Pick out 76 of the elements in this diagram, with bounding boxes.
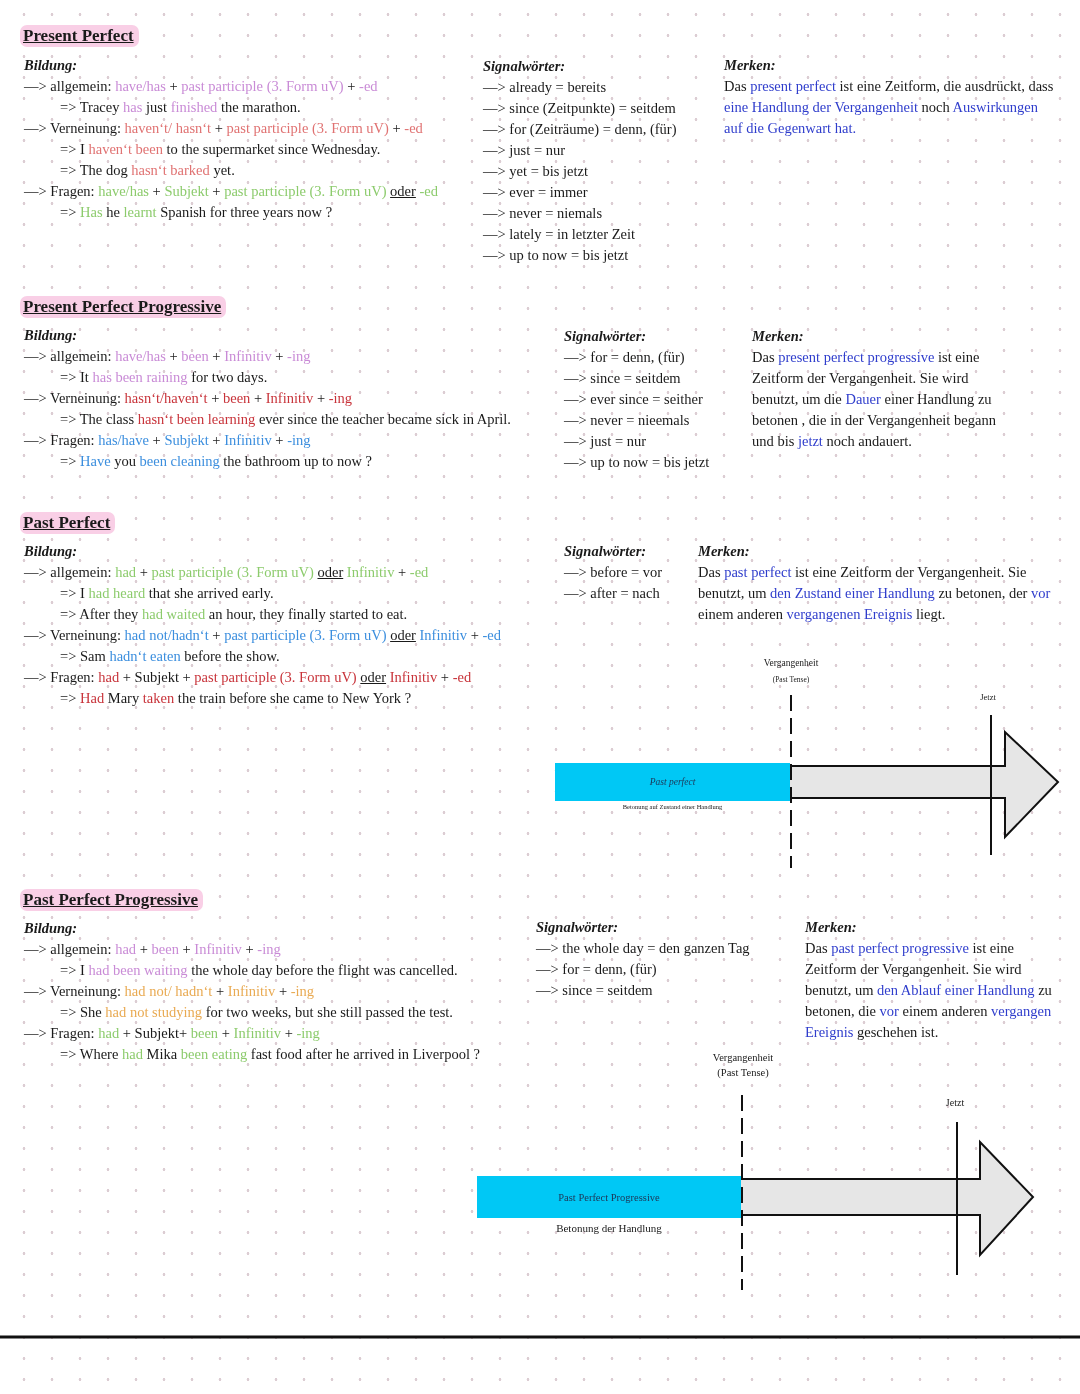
grammar-rule-text: => She had not studying for two weeks, but she still passed the test. bbox=[60, 1003, 453, 1022]
grammar-rule-text: => The class hasn‘t been learning ever since the teacher became sick in April. bbox=[60, 410, 511, 429]
timeline-label: Jetzt bbox=[945, 1097, 965, 1109]
signal-word-item: —> just = nur bbox=[564, 432, 646, 451]
grammar-rule-text: => Had Mary taken the train before she came to New York ? bbox=[60, 689, 412, 708]
grammar-rule-text: => Sam hadn‘t eaten before the show. bbox=[60, 647, 280, 666]
grammar-rule-text: => I haven‘t been to the supermarket since Wednesday. bbox=[60, 140, 381, 159]
grammar-rule-text: —> Verneinung: hasn‘t/haven‘t + been + Infinitiv + -ing bbox=[24, 389, 353, 408]
signal-word-item: —> ever = immer bbox=[483, 183, 588, 202]
time-span-bar bbox=[555, 763, 790, 801]
bar-label: Past perfect bbox=[649, 777, 696, 787]
signal-word-item: —> for = denn, (für) bbox=[564, 348, 685, 367]
subheading: Bildung: bbox=[24, 56, 78, 75]
signal-word-item: —> since (Zeitpunkte) = seitdem bbox=[483, 99, 676, 118]
signal-word-item: —> for = denn, (für) bbox=[536, 960, 657, 979]
signal-word-item: —> never = niemals bbox=[483, 204, 603, 223]
time-span-bar bbox=[477, 1176, 741, 1218]
subheading: Merken: bbox=[724, 56, 776, 75]
signal-word-item: —> for (Zeiträume) = denn, (für) bbox=[483, 120, 677, 139]
section-heading: Present Perfect bbox=[20, 25, 139, 47]
section-heading: Present Perfect Progressive bbox=[20, 296, 227, 318]
signal-word-item: —> up to now = bis jetzt bbox=[564, 453, 710, 472]
subheading: Merken: bbox=[805, 918, 857, 937]
subheading: Signalwörter: bbox=[564, 542, 647, 561]
timeline-label: Vergangenheit bbox=[763, 658, 819, 670]
grammar-rule-text: —> allgemein: have/has + been + Infinitiv + -ing bbox=[24, 347, 311, 366]
signal-word-item: —> lately = in letzter Zeit bbox=[483, 225, 636, 244]
note-paragraph: Das present perfect ist eine Zeitform, die ausdrückt, dass eine Handlung der Vergangenheit noch Auswirkungen auf die Gegenwart hat. bbox=[724, 77, 1055, 138]
signal-word-item: —> the whole day = den ganzen Tag bbox=[536, 939, 750, 958]
grammar-rule-text: => Have you been cleaning the bathroom up to now ? bbox=[60, 452, 372, 471]
signal-word-item: —> never = nieemals bbox=[564, 411, 690, 430]
grammar-rule-text: —> Fragen: has/have + Subjekt + Infinitiv + -ing bbox=[24, 431, 311, 450]
grammar-rule-text: —> allgemein: had + past participle (3. Form uV) oder Infinitiv + -ed bbox=[24, 563, 429, 582]
grammar-rule-text: => I had been waiting the whole day before the flight was cancelled. bbox=[60, 961, 458, 980]
subheading: Bildung: bbox=[24, 919, 78, 938]
subheading: Bildung: bbox=[24, 542, 78, 561]
subheading: Signalwörter: bbox=[483, 57, 566, 76]
timeline-label: Jetzt bbox=[980, 692, 996, 703]
grammar-rule-text: => Where had Mika been eating fast food after he arrived in Liverpool ? bbox=[60, 1045, 480, 1064]
grammar-rule-text: => Has he learnt Spanish for three years now ? bbox=[60, 203, 333, 222]
grammar-rule-text: —> Fragen: had + Subjekt+ been + Infinitiv + -ing bbox=[24, 1024, 320, 1043]
section-heading: Past Perfect Progressive bbox=[20, 889, 203, 911]
signal-word-item: —> just = nur bbox=[483, 141, 565, 160]
bar-label: Past Perfect Progressive bbox=[558, 1191, 660, 1203]
grammar-rule-text: —> Fragen: have/has + Subjekt + past participle (3. Form uV) oder -ed bbox=[24, 182, 438, 201]
note-paragraph: Das past perfect progressive ist eine Zeitform der Vergangenheit. Sie wird benutzt, um den Ablauf einer Handlung zu betonen, die vor einem anderen vergangen Ereignis geschehen ist. bbox=[805, 939, 1053, 1042]
subheading: Signalwörter: bbox=[564, 327, 647, 346]
signal-word-item: —> ever since = seither bbox=[564, 390, 703, 409]
grammar-rule-text: —> Verneinung: haven‘t/ hasn‘t + past participle (3. Form uV) + -ed bbox=[24, 119, 423, 138]
note-paragraph: Das present perfect progressive ist eine Zeitform der Vergangenheit. Sie wird benutzt, um die Dauer einer Handlung zu betonen , die in der Vergangenheit begann und bis jetzt noch andauert. bbox=[752, 348, 997, 451]
subheading: Merken: bbox=[752, 327, 804, 346]
signal-word-item: —> already = bereits bbox=[483, 78, 607, 97]
section-heading: Past Perfect bbox=[20, 512, 116, 534]
signal-word-item: —> after = nach bbox=[564, 584, 660, 603]
grammar-rule-text: —> Verneinung: had not/hadn‘t + past participle (3. Form uV) oder Infinitiv + -ed bbox=[24, 626, 501, 645]
grammar-rule-text: —> allgemein: have/has + past participle (3. Form uV) + -ed bbox=[24, 77, 378, 96]
subheading: Merken: bbox=[698, 542, 750, 561]
bar-caption: Betonung der Handlung bbox=[556, 1222, 662, 1236]
timeline-label: (Past Tense) bbox=[717, 1067, 769, 1080]
grammar-rule-text: —> Fragen: had + Subjekt + past participle (3. Form uV) oder Infinitiv + -ed bbox=[24, 668, 472, 687]
subheading: Bildung: bbox=[24, 326, 78, 345]
grammar-rule-text: => The dog hasn‘t barked yet. bbox=[60, 161, 235, 180]
timeline-label: Vergangenheit bbox=[712, 1052, 774, 1065]
grammar-rule-text: —> allgemein: had + been + Infinitiv + -ing bbox=[24, 940, 281, 959]
signal-word-item: —> since = seitdem bbox=[564, 369, 681, 388]
grammar-rule-text: —> Verneinung: had not/ hadn‘t + Infinitiv + -ing bbox=[24, 982, 315, 1001]
grammar-rule-text: => I had heard that she arrived early. bbox=[60, 584, 274, 603]
grammar-rule-text: => After they had waited an hour, they finally started to eat. bbox=[60, 605, 408, 624]
grammar-rule-text: => It has been raining for two days. bbox=[60, 368, 268, 387]
signal-word-item: —> before = vor bbox=[564, 563, 663, 582]
signal-word-item: —> yet = bis jetzt bbox=[483, 162, 588, 181]
signal-word-item: —> up to now = bis jetzt bbox=[483, 246, 629, 265]
signal-word-item: —> since = seitdem bbox=[536, 981, 653, 1000]
note-paragraph: Das past perfect ist eine Zeitform der Vergangenheit. Sie benutzt, um den Zustand einer Handlung zu betonen, der vor einem anderen vergangenen Ereignis liegt. bbox=[698, 563, 1052, 624]
grammar-rule-text: => Tracey has just finished the marathon. bbox=[60, 98, 301, 117]
subheading: Signalwörter: bbox=[536, 918, 619, 937]
